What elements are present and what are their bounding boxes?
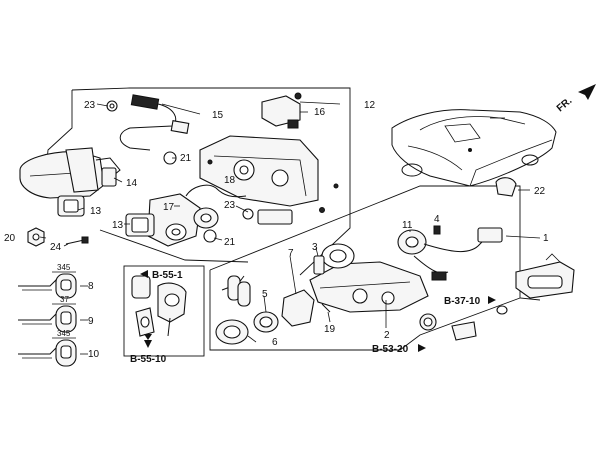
- part-label-24: 24: [50, 242, 62, 253]
- ref-b53-20-label: B-53-20: [372, 344, 409, 355]
- part-label-22: 22: [534, 186, 546, 197]
- leader-lines: [39, 101, 541, 355]
- ref-b37-10-arrow-icon: [488, 296, 496, 304]
- key-9-marking: 37: [60, 295, 69, 304]
- part-label-14: 14: [126, 178, 138, 189]
- front-direction-indicator: FR.: [555, 84, 596, 114]
- key-10-marking: 345: [57, 329, 71, 338]
- keys-group: [18, 271, 77, 367]
- ref-b55-1: B-55-1: [140, 270, 183, 281]
- front-arrow-icon: [578, 84, 596, 100]
- combination-switch-group: [19, 92, 339, 247]
- ref-b53-20-arrow-icon: [418, 344, 426, 352]
- key-markings: 345 37 345: [57, 263, 71, 338]
- group-frames: [43, 87, 541, 351]
- part-label-15: 15: [212, 110, 224, 121]
- front-direction-label: FR.: [555, 95, 575, 114]
- part-label-8: 8: [88, 281, 94, 292]
- ref-b55-10: B-55-10: [130, 340, 167, 365]
- ref-b55-10-arrow-icon: [144, 340, 152, 348]
- part-label-23a: 23: [84, 100, 96, 111]
- part-label-4: 4: [434, 214, 440, 225]
- car-silhouette: [391, 109, 557, 187]
- reference-labels: B-55-1 B-55-10 B-37-10 B-53-20: [130, 270, 496, 365]
- part-label-7: 7: [288, 248, 294, 259]
- right-side-parts: [495, 177, 575, 299]
- part-label-3: 3: [312, 242, 318, 253]
- part-label-13a: 13: [90, 206, 102, 217]
- ref-b53-20: B-53-20: [372, 344, 426, 355]
- part-label-16: 16: [314, 107, 326, 118]
- ignition-switch-assembly: [215, 225, 508, 345]
- part-number-labels: 1 2 3 4 5 6 7 8 9 10 11 12 13 13 14 15 1…: [4, 100, 549, 360]
- part-label-9: 9: [88, 316, 94, 327]
- key-8: [18, 273, 77, 299]
- left-small-parts: [27, 227, 89, 247]
- part-label-21b: 21: [224, 237, 236, 248]
- part-label-5: 5: [262, 289, 268, 300]
- part-label-21a: 21: [180, 153, 192, 164]
- ref-b37-10-label: B-37-10: [444, 296, 481, 307]
- part-label-18: 18: [224, 175, 236, 186]
- ref-b37-10: B-37-10: [444, 296, 496, 307]
- part-label-11: 11: [402, 220, 413, 231]
- part-label-19: 19: [324, 324, 336, 335]
- ref-b55-1-arrow-icon: [140, 270, 148, 278]
- ref-b55-10-label: B-55-10: [130, 354, 167, 365]
- key-8-marking: 345: [57, 263, 71, 272]
- part-label-1: 1: [543, 233, 549, 244]
- key-10: [18, 339, 77, 367]
- cylinder-inset-box: [123, 265, 205, 357]
- key-9: [18, 305, 77, 333]
- part-label-2: 2: [384, 330, 390, 341]
- part-label-13b: 13: [112, 220, 124, 231]
- part-label-17: 17: [163, 202, 175, 213]
- part-label-20: 20: [4, 233, 16, 244]
- part-label-6: 6: [272, 337, 278, 348]
- ref-b55-1-label: B-55-1: [152, 270, 183, 281]
- part-label-23b: 23: [224, 200, 236, 211]
- part-label-10: 10: [88, 349, 100, 360]
- part-label-12: 12: [364, 100, 376, 111]
